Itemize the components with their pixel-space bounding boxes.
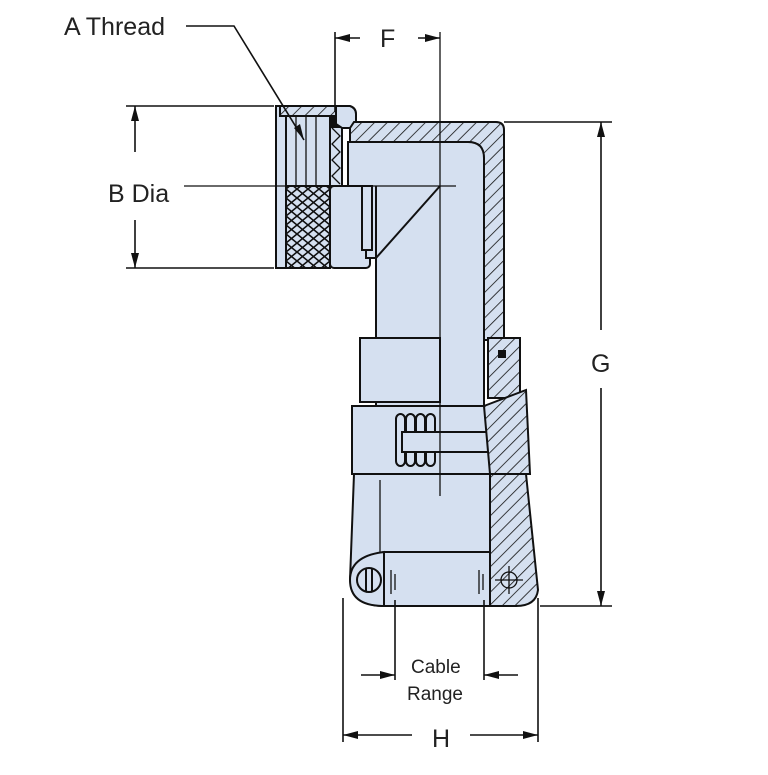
clamp-screw-icon [356,567,382,593]
dimension-g: G [504,121,612,607]
dimension-a-thread: A Thread [64,13,305,141]
label-f: F [380,25,395,53]
dimension-f: F [334,25,440,112]
coupling-nut [275,105,371,269]
lower-nut [359,337,521,403]
label-h: H [432,725,450,753]
label-g: G [591,350,610,378]
label-cable: Cable [411,657,461,678]
label-a-thread: A Thread [64,13,165,41]
clamp-band [351,388,532,475]
strain-relief [348,473,540,608]
label-b-dia: B Dia [108,180,169,208]
knurled-grip [285,185,331,269]
label-range: Range [407,684,463,705]
dimension-h: H [342,598,539,753]
dimension-cable-range: Cable Range [361,600,518,705]
dimension-b-dia: B Dia [108,105,274,269]
